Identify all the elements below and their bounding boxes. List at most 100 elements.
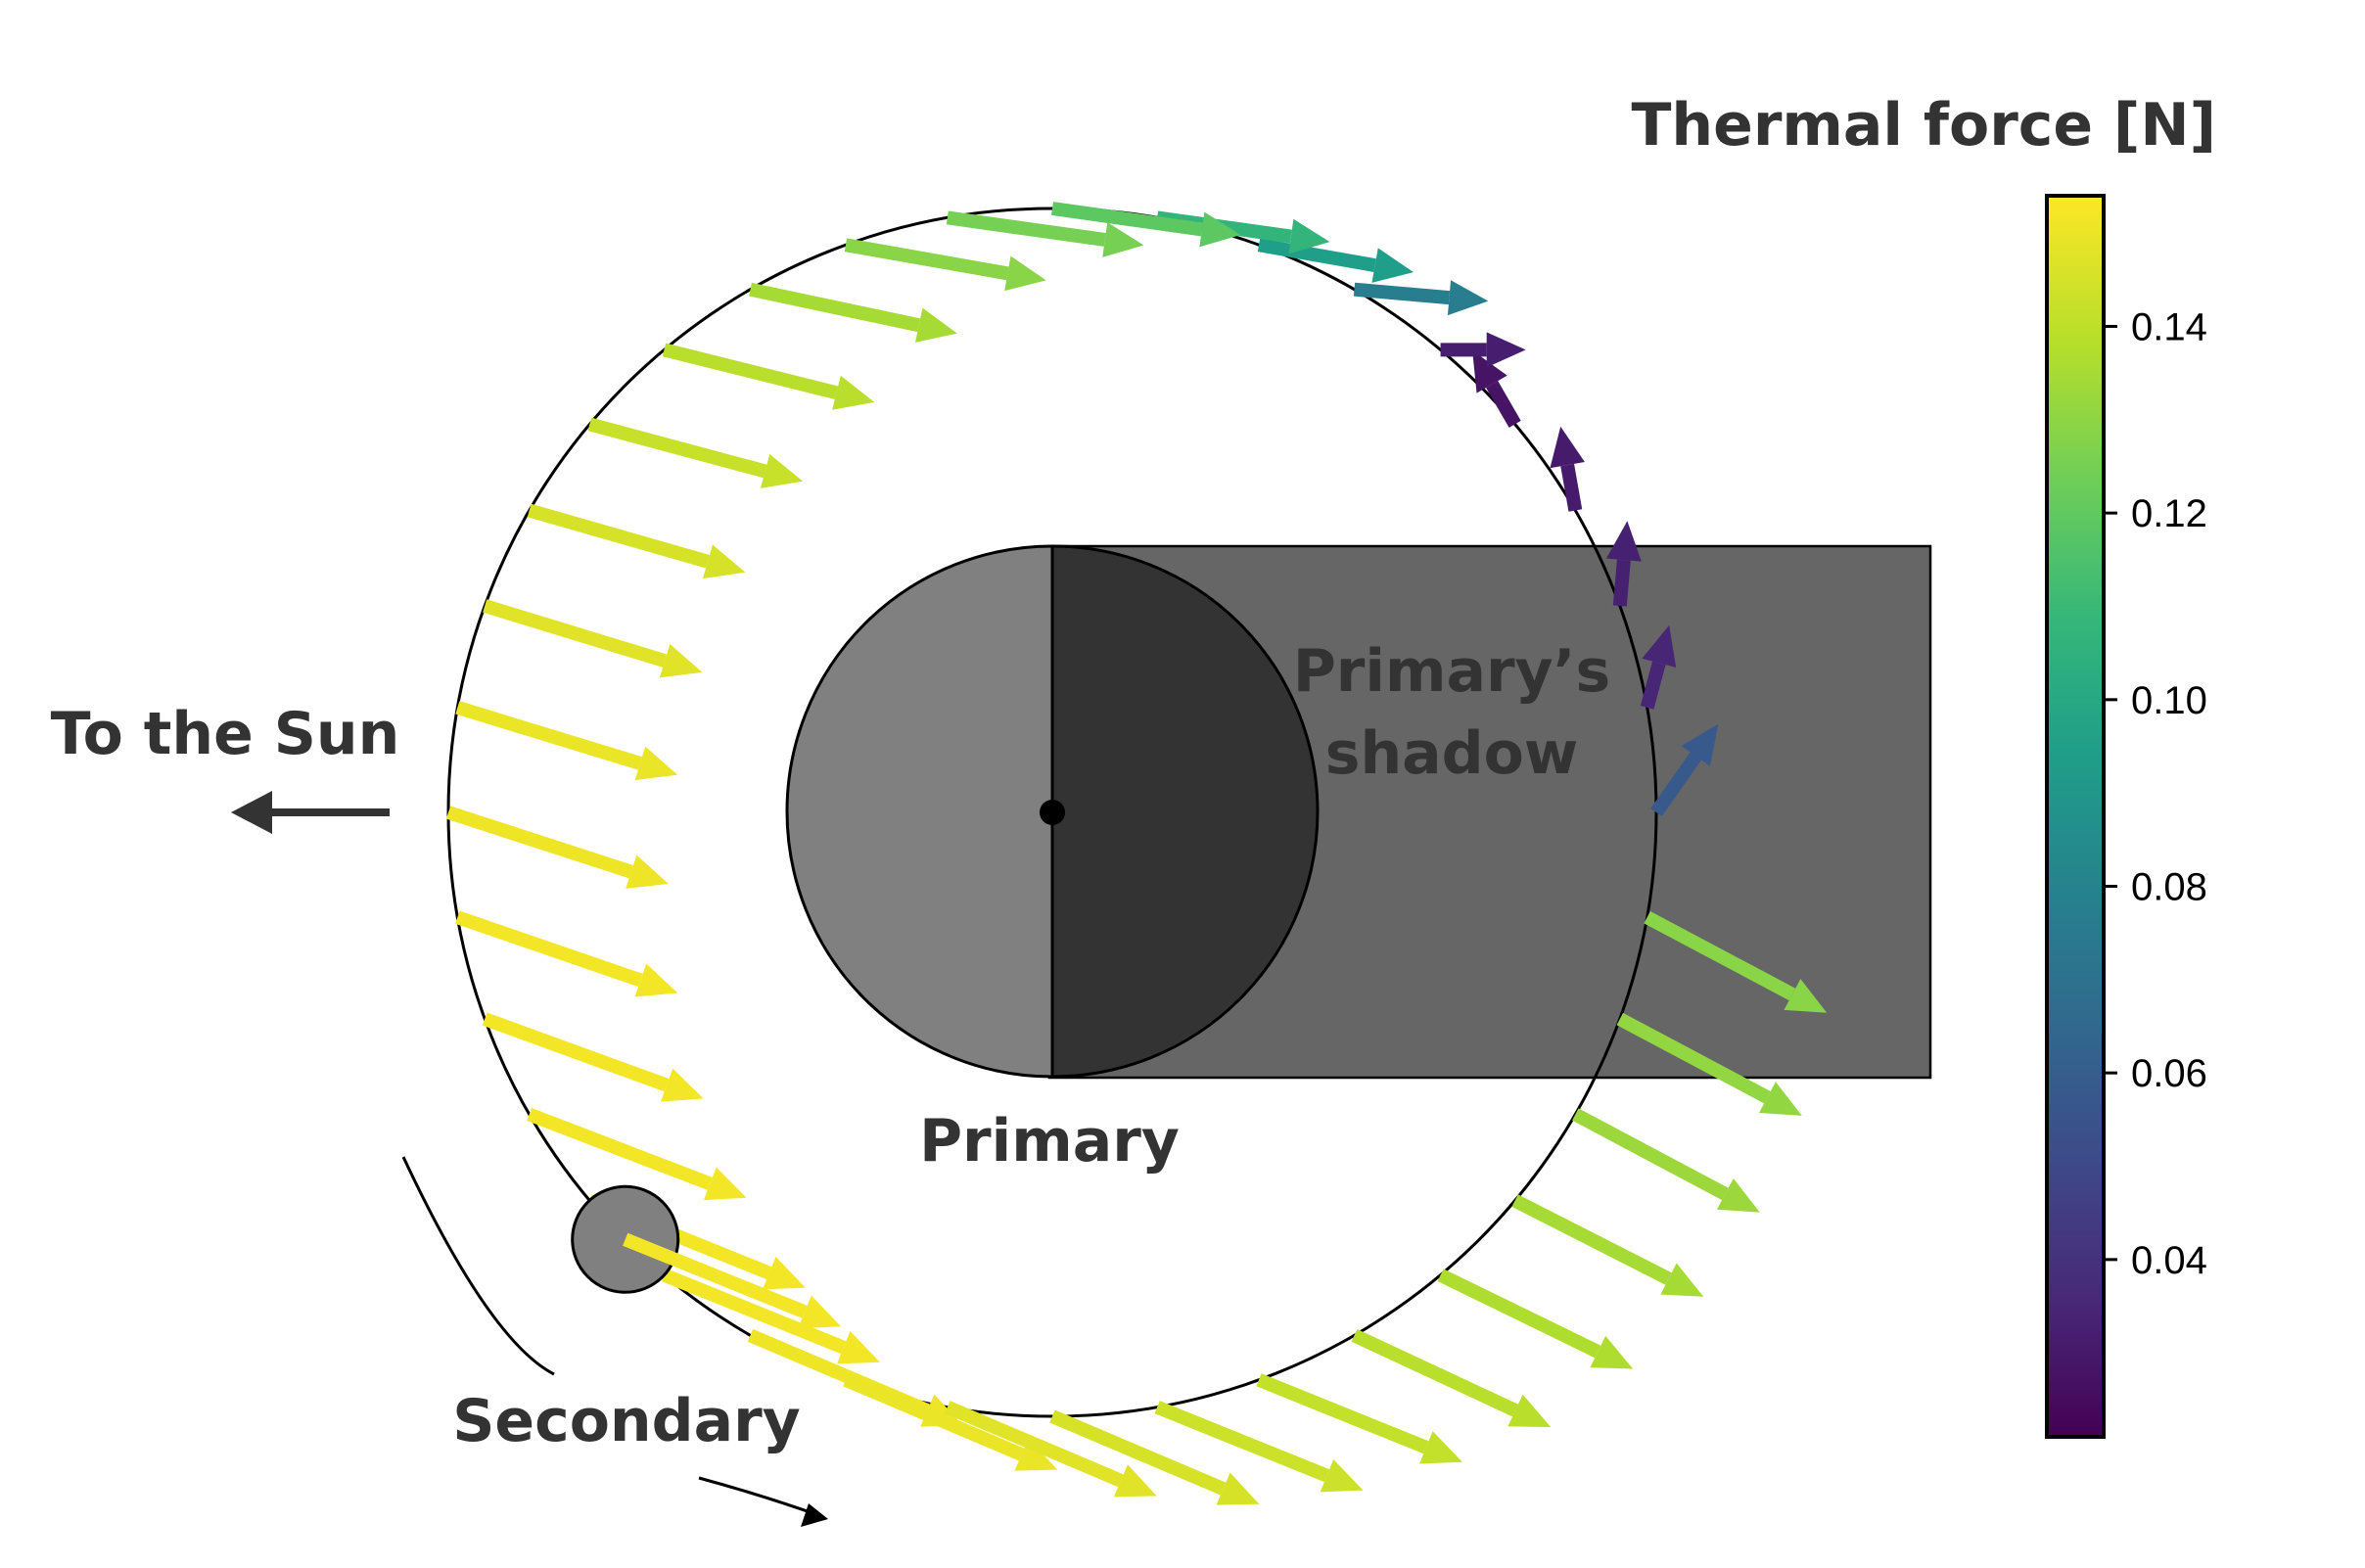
force-arrow-30-head xyxy=(1507,1394,1552,1427)
force-arrow-14 xyxy=(587,417,804,488)
force-arrow-18-shaft xyxy=(445,806,633,879)
secondary-arrow-shaft xyxy=(623,1232,808,1318)
force-arrow-23 xyxy=(661,1268,880,1364)
force-arrow-7-head xyxy=(1371,248,1414,283)
force-arrow-12-head xyxy=(914,307,957,343)
force-arrow-12-shaft xyxy=(749,282,921,333)
motion-arrowhead xyxy=(801,1503,828,1527)
force-arrow-14-shaft xyxy=(587,417,767,479)
force-arrow-21-shaft xyxy=(527,1107,713,1190)
force-arrow-29 xyxy=(1256,1373,1462,1464)
colorbar-tick-label: 0.04 xyxy=(2131,1239,2207,1282)
force-arrow-31-shaft xyxy=(1437,1268,1601,1359)
force-arrow-19 xyxy=(455,910,678,997)
force-arrow-9-shaft xyxy=(1051,202,1203,237)
motion-arc xyxy=(401,1156,555,1376)
colorbar-title: Thermal force [N] xyxy=(1631,91,2216,160)
primary-center xyxy=(1040,800,1065,825)
force-arrow-7-shaft xyxy=(1257,238,1376,273)
force-arrow-1-shaft xyxy=(1640,661,1666,710)
force-arrow-34-head xyxy=(1759,1082,1802,1116)
force-arrow-0-shaft xyxy=(1650,752,1702,817)
force-arrow-26-head xyxy=(1113,1464,1157,1498)
force-arrow-28 xyxy=(1154,1401,1364,1493)
force-arrows xyxy=(445,202,1828,1505)
secondary-label: Secondary xyxy=(452,1387,801,1455)
force-arrow-18-head xyxy=(626,854,669,889)
force-arrow-5-head xyxy=(1486,332,1526,368)
force-arrow-29-shaft xyxy=(1256,1373,1429,1454)
force-arrow-20 xyxy=(482,1012,704,1102)
force-arrow-13-shaft xyxy=(662,343,839,400)
force-arrow-33 xyxy=(1572,1108,1760,1213)
force-arrow-11 xyxy=(844,238,1046,292)
colorbar-tick-label: 0.12 xyxy=(2131,492,2207,535)
force-arrow-20-head xyxy=(660,1068,704,1102)
force-arrow-13-head xyxy=(832,375,875,410)
force-arrow-0-head xyxy=(1681,723,1719,766)
force-arrow-1-head xyxy=(1642,624,1677,669)
colorbar-tick-label: 0.08 xyxy=(2131,866,2207,909)
force-arrow-32-shaft xyxy=(1511,1194,1672,1285)
force-arrow-4-shaft xyxy=(1486,381,1521,428)
force-arrow-3 xyxy=(1550,426,1585,512)
force-arrow-3-shaft xyxy=(1560,463,1583,512)
force-arrow-34 xyxy=(1616,1012,1802,1116)
force-arrow-6-head xyxy=(1447,280,1489,316)
force-arrow-25 xyxy=(843,1373,1058,1471)
force-arrow-17-shaft xyxy=(455,701,642,770)
force-arrow-17-head xyxy=(634,746,678,781)
secondary-force-arrow xyxy=(623,1232,842,1329)
force-arrow-27-shaft xyxy=(1049,1409,1227,1496)
force-arrow-2 xyxy=(1605,521,1642,607)
force-arrow-30-shaft xyxy=(1351,1328,1518,1417)
force-arrow-26-shaft xyxy=(945,1401,1124,1488)
force-arrow-35-head xyxy=(1784,979,1828,1013)
force-arrow-2-head xyxy=(1605,521,1642,562)
force-arrow-14-head xyxy=(760,454,804,488)
force-arrow-28-head xyxy=(1320,1458,1364,1493)
force-arrow-34-shaft xyxy=(1616,1012,1771,1104)
force-arrow-13 xyxy=(662,343,875,410)
colorbar xyxy=(2045,194,2106,1439)
colorbar-tick-label: 0.14 xyxy=(2131,305,2207,348)
shadow-label-line2: shadow xyxy=(1325,719,1579,788)
force-arrow-30 xyxy=(1351,1328,1552,1427)
force-arrow-16-shaft xyxy=(483,599,668,668)
force-arrow-32-head xyxy=(1660,1263,1704,1297)
force-arrow-35 xyxy=(1644,910,1828,1013)
secondary-arrow xyxy=(623,1232,842,1329)
force-arrow-29-head xyxy=(1419,1431,1462,1464)
force-arrow-19-head xyxy=(634,963,678,997)
force-arrow-23-head xyxy=(837,1331,880,1364)
force-arrow-20-shaft xyxy=(482,1012,670,1092)
force-arrow-15-shaft xyxy=(527,503,710,569)
force-arrow-8-head xyxy=(1288,218,1330,254)
force-arrow-33-shaft xyxy=(1572,1108,1729,1201)
primary-day-side xyxy=(785,544,1054,1079)
force-arrow-5 xyxy=(1440,332,1526,368)
force-arrow-15-head xyxy=(702,544,746,579)
force-arrow-9-head xyxy=(1199,211,1241,248)
secondary-arrow-head xyxy=(798,1295,842,1329)
force-arrow-28-shaft xyxy=(1154,1401,1330,1483)
force-arrow-2-shaft xyxy=(1612,559,1631,607)
colorbar-tick-label: 0.06 xyxy=(2131,1052,2207,1095)
force-arrow-1 xyxy=(1640,624,1677,710)
sun-label: To the Sun xyxy=(51,700,400,768)
force-arrow-16 xyxy=(483,599,703,678)
motion-arc-lower xyxy=(698,1476,819,1517)
force-arrow-23-shaft xyxy=(661,1268,847,1355)
force-arrow-15 xyxy=(527,503,746,579)
force-arrow-7 xyxy=(1257,238,1414,283)
force-arrow-4-head xyxy=(1472,349,1507,393)
force-arrow-3-head xyxy=(1550,426,1585,469)
colorbar-ticks: 0.040.060.080.100.120.14 xyxy=(2104,305,2207,1282)
force-arrow-10 xyxy=(946,210,1144,257)
primary-label: Primary xyxy=(919,1107,1180,1176)
force-arrow-33-head xyxy=(1716,1177,1760,1213)
force-arrow-10-shaft xyxy=(946,210,1106,247)
force-arrow-27-head xyxy=(1216,1472,1260,1505)
force-arrow-4 xyxy=(1472,349,1521,428)
